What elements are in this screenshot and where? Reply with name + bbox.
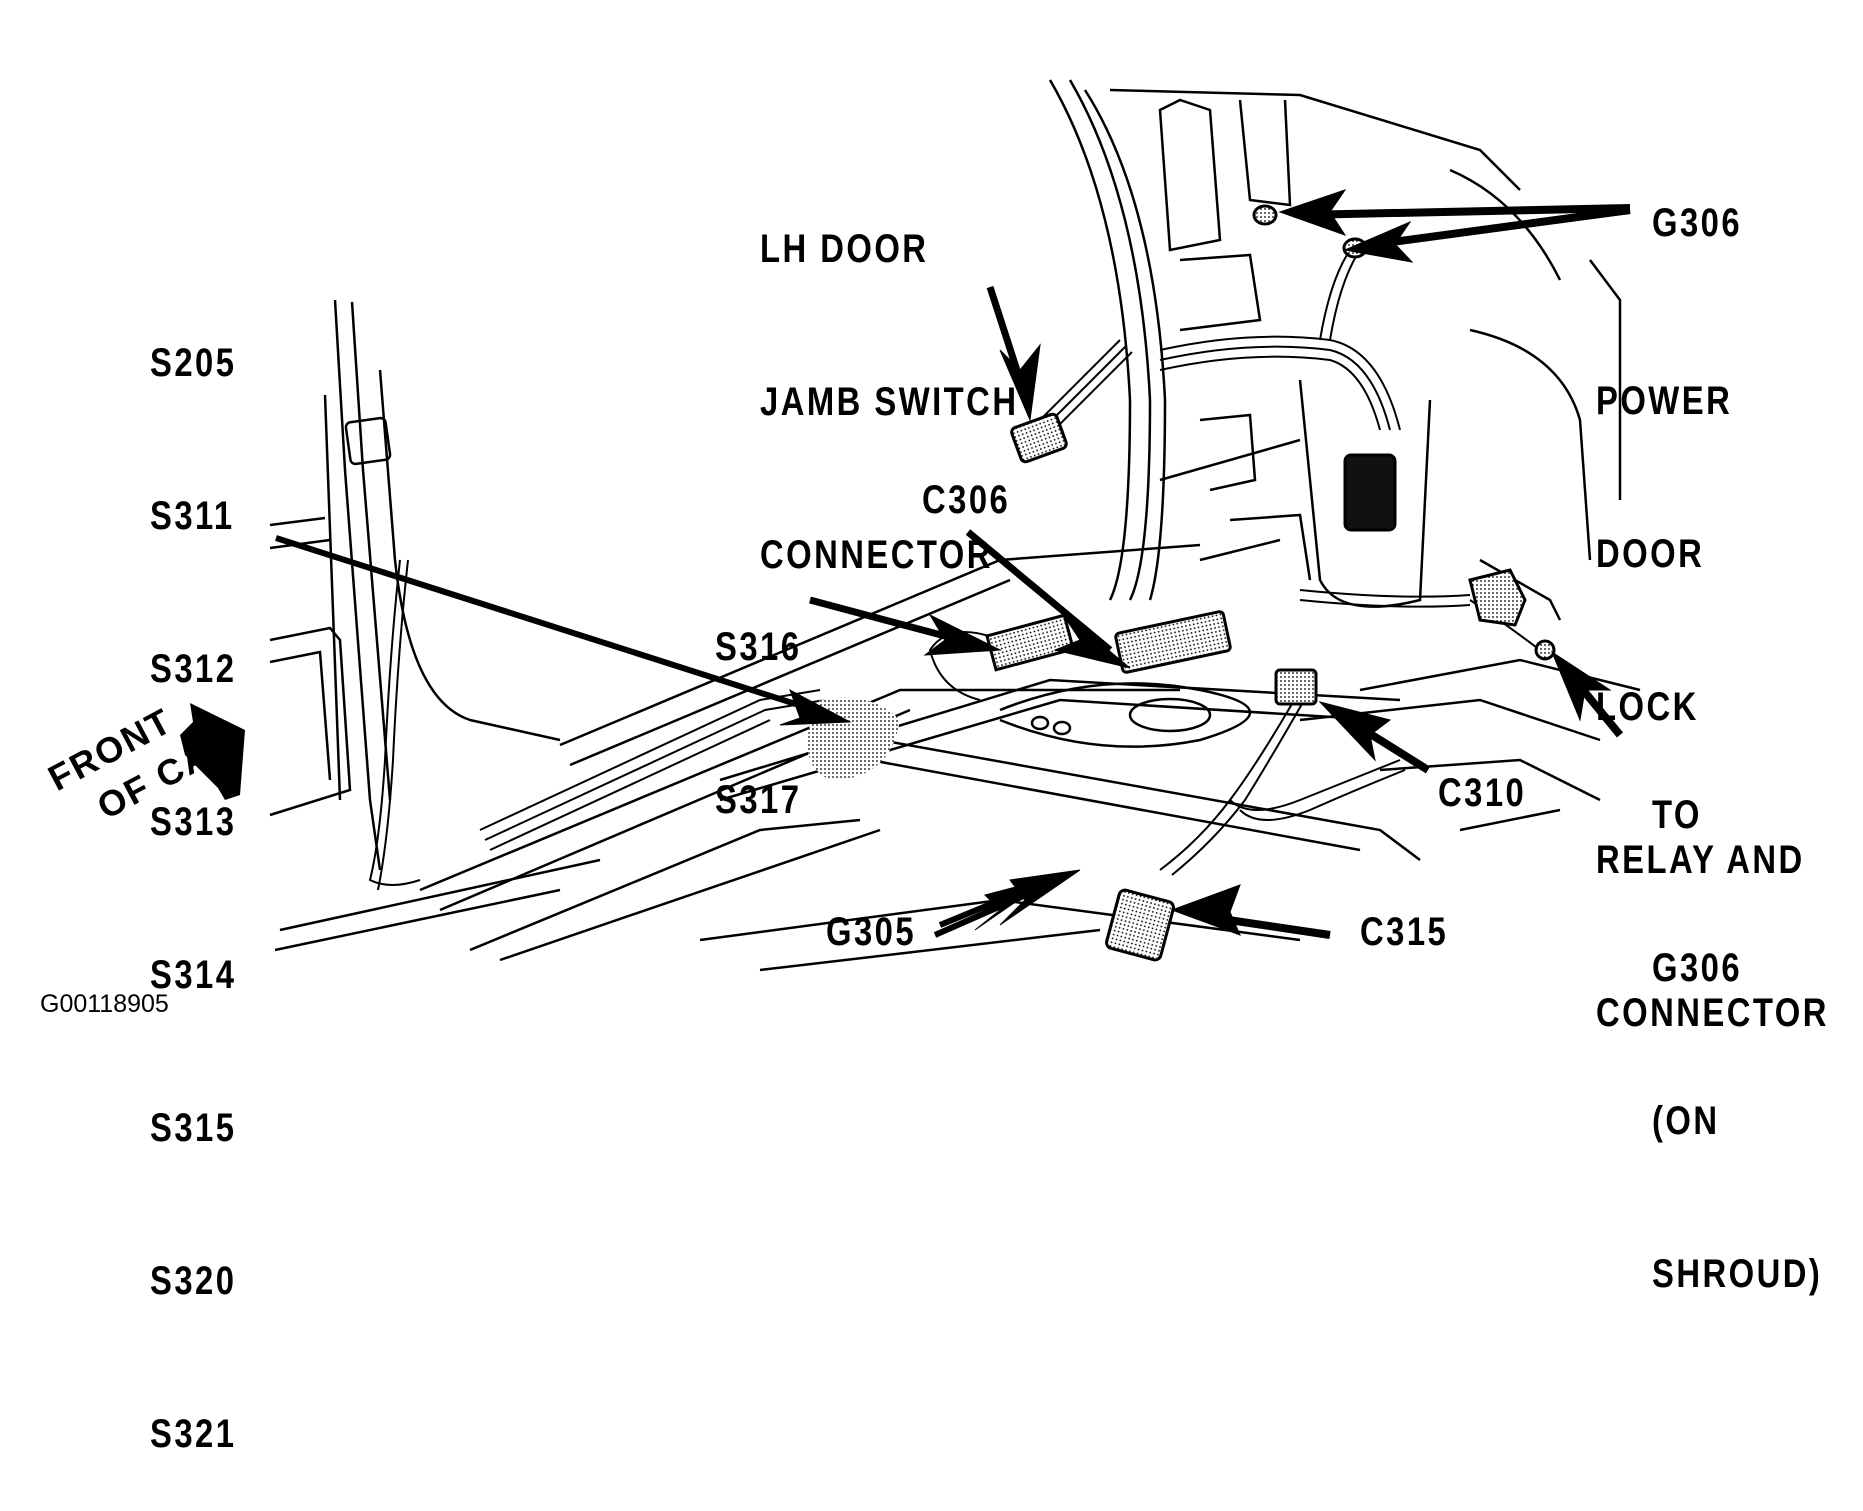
figure-id: G00118905 bbox=[40, 990, 169, 1018]
wiring-diagram bbox=[180, 79, 1641, 972]
label-line: LH DOOR bbox=[760, 227, 929, 271]
label-s205: S205 bbox=[150, 341, 237, 385]
g306-ground-bolt bbox=[1534, 639, 1556, 661]
label-power-door-lock-relay-and-connector: POWER DOOR LOCK RELAY AND CONNECTOR bbox=[1596, 274, 1829, 1090]
label-s317: S317 bbox=[715, 778, 802, 822]
label-c315: C315 bbox=[1360, 910, 1449, 954]
label-line: RELAY AND bbox=[1596, 838, 1805, 882]
c310-connector bbox=[1274, 668, 1318, 706]
label-to-g306-on-shroud: TO G306 (ON SHROUD) bbox=[1652, 688, 1822, 1351]
label-line: DOOR bbox=[1596, 532, 1705, 576]
label-lh-door-jamb-switch-connector: LH DOOR JAMB SWITCH CONNECTOR bbox=[760, 122, 1018, 632]
label-s313: S313 bbox=[150, 800, 237, 844]
lh-door-jamb-connector bbox=[1010, 412, 1068, 464]
label-line: CONNECTOR bbox=[760, 533, 993, 577]
splice-list-left: S205 S311 S312 S313 S314 S315 S320 S321 bbox=[150, 236, 236, 1511]
g306-shroud-connector bbox=[1468, 568, 1527, 627]
label-line: CONNECTOR bbox=[1596, 991, 1829, 1035]
label-s320: S320 bbox=[150, 1259, 237, 1303]
s316-s317-splice bbox=[985, 613, 1076, 672]
label-c306: C306 bbox=[922, 478, 1011, 522]
power-door-lock-relay bbox=[1343, 453, 1397, 532]
label-s321: S321 bbox=[150, 1412, 237, 1456]
label-s316: S316 bbox=[715, 625, 802, 669]
label-line: JAMB SWITCH bbox=[760, 380, 1019, 424]
label-line: SHROUD) bbox=[1652, 1252, 1823, 1296]
label-s314: S314 bbox=[150, 953, 237, 997]
label-c310: C310 bbox=[1438, 771, 1527, 815]
label-line: TO bbox=[1652, 793, 1702, 837]
label-s312: S312 bbox=[150, 647, 237, 691]
g306-ground-upper bbox=[1252, 204, 1278, 226]
front-of-car-arrow-icon bbox=[180, 703, 245, 800]
label-s311: S311 bbox=[150, 494, 235, 538]
label-g305: G305 bbox=[826, 910, 917, 954]
c315-connector bbox=[1105, 888, 1175, 962]
leader-arrows bbox=[275, 189, 1631, 939]
label-s316-s317: S316 S317 bbox=[715, 520, 801, 877]
label-line: (ON bbox=[1652, 1099, 1720, 1143]
c306-connector bbox=[1114, 610, 1232, 674]
label-g306-top: G306 bbox=[1652, 201, 1743, 245]
label-line: LOCK bbox=[1596, 685, 1699, 729]
label-s315: S315 bbox=[150, 1106, 237, 1150]
label-line: G306 bbox=[1652, 946, 1743, 990]
label-line: POWER bbox=[1596, 379, 1733, 423]
